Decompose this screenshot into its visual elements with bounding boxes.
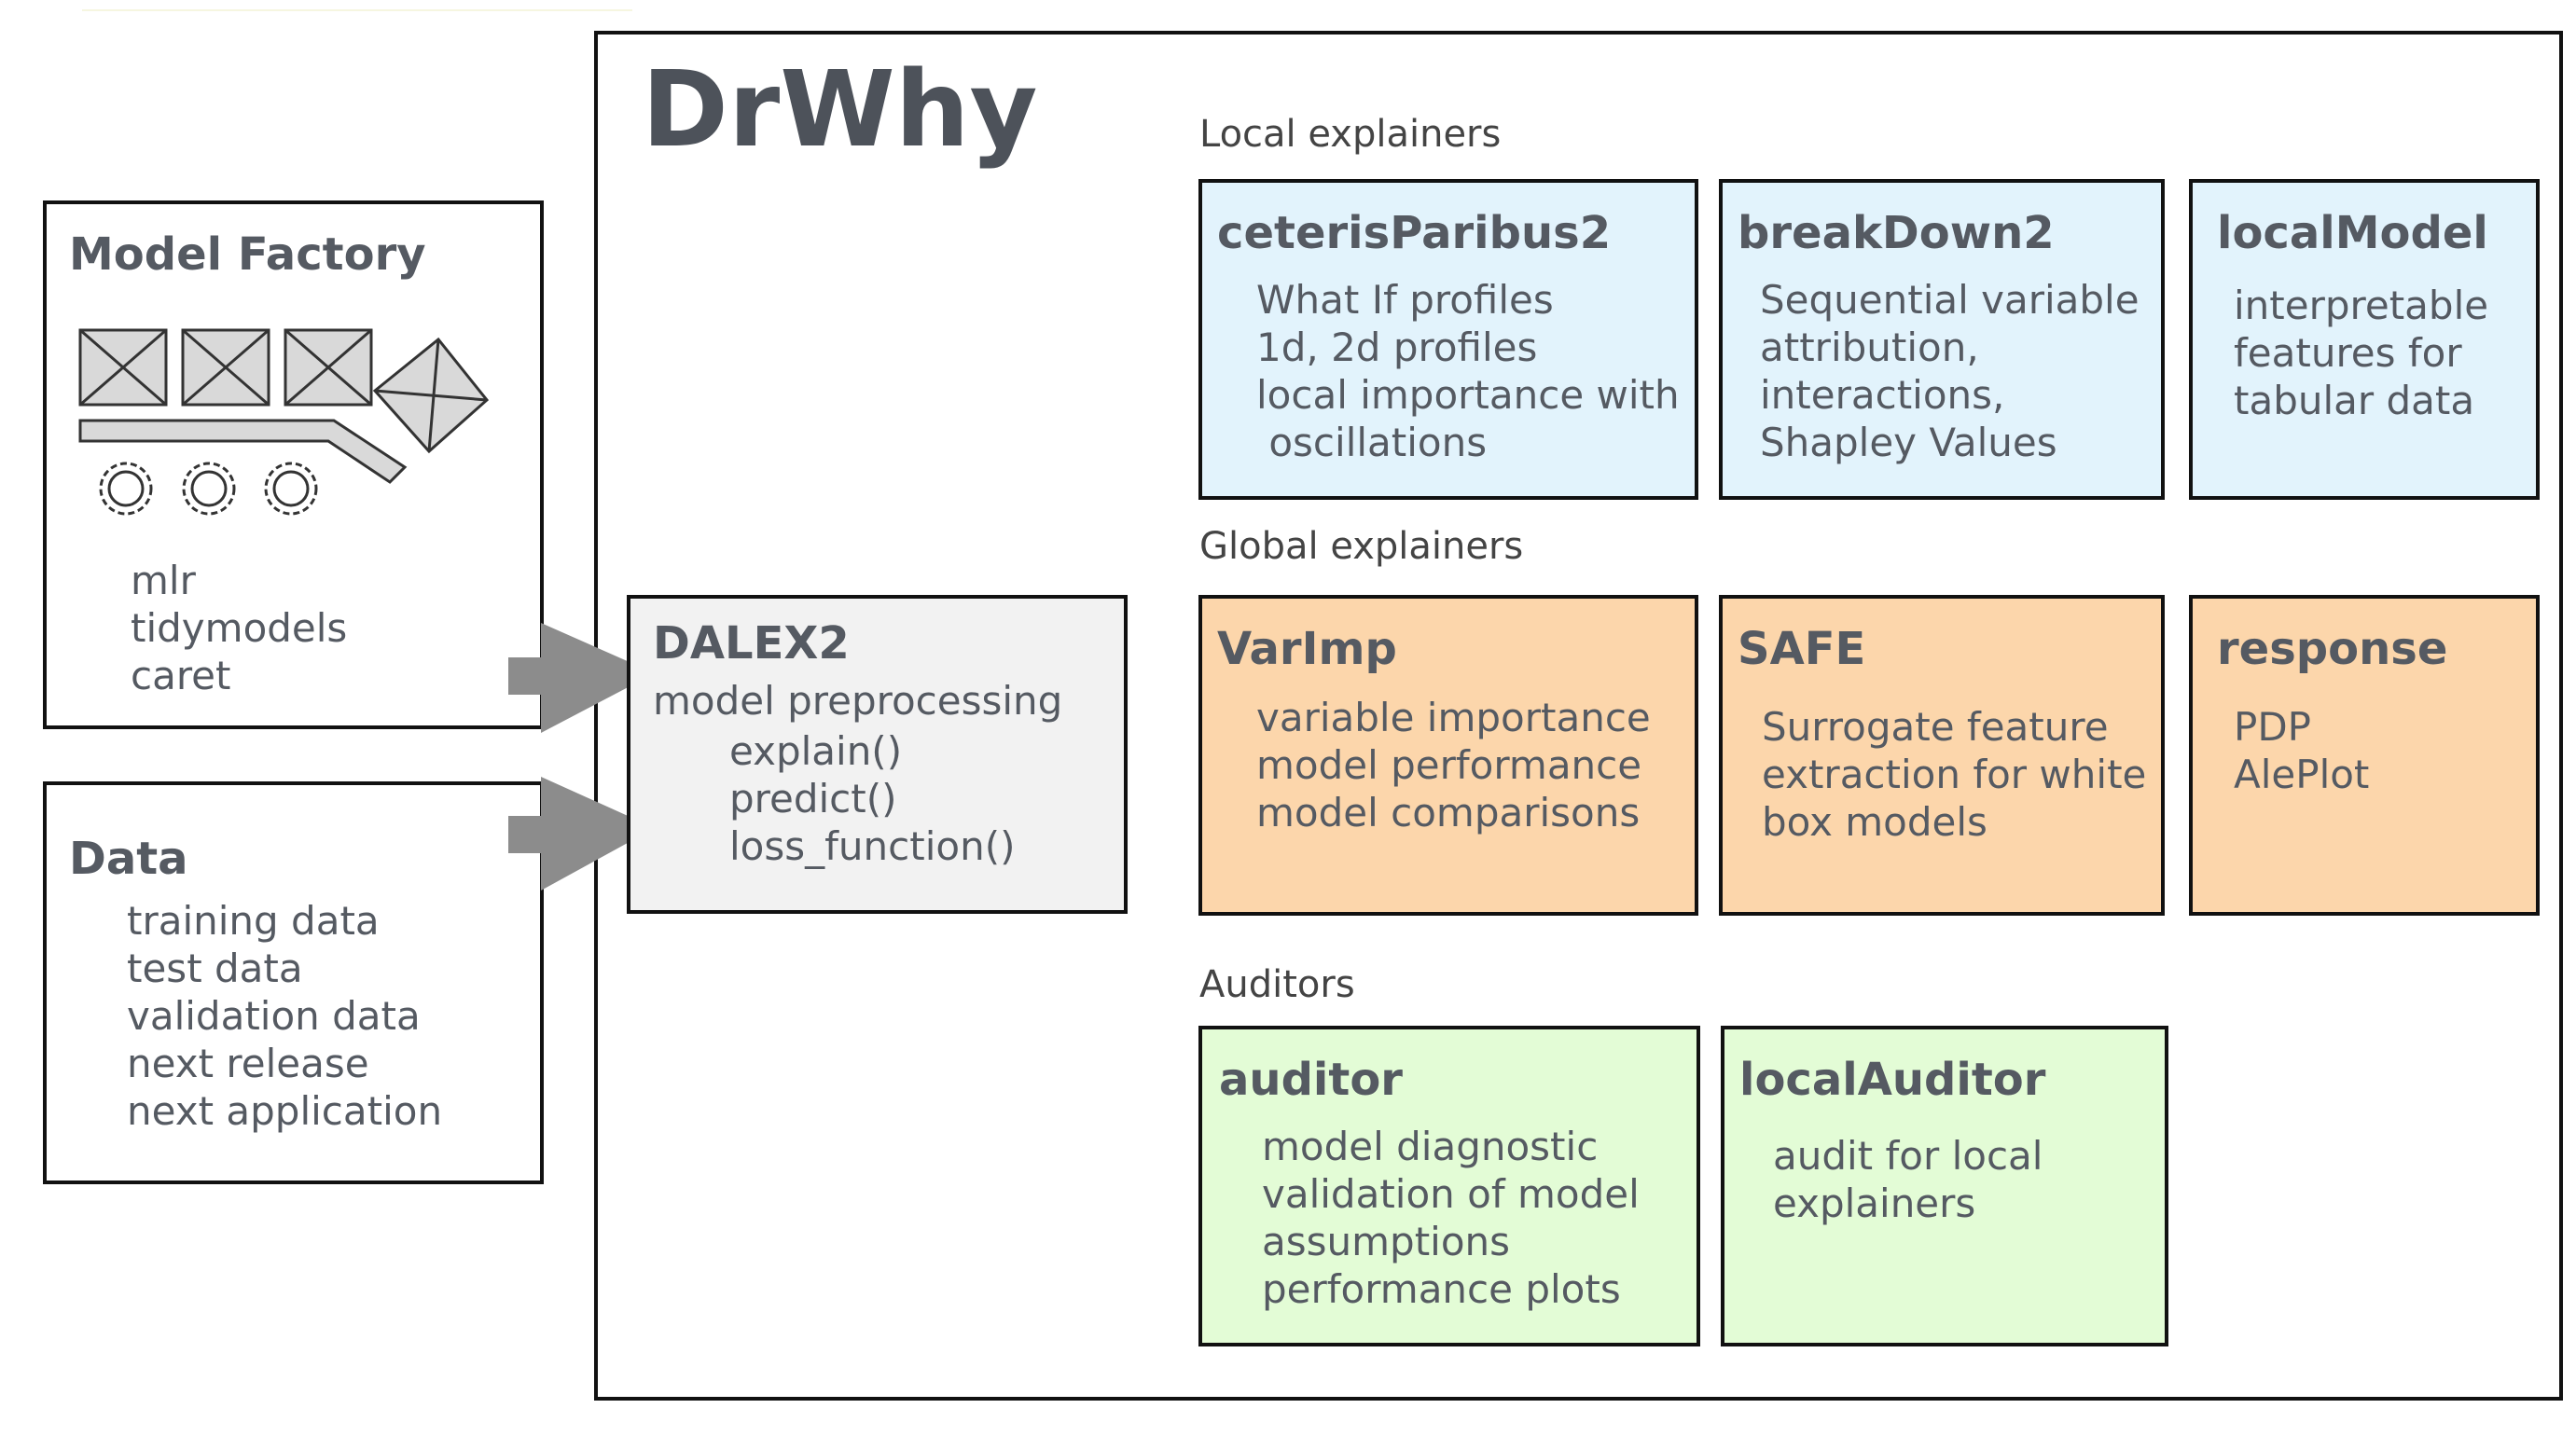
card-line: interactions,: [1760, 372, 2005, 418]
explainer-card-breakdown2: breakDown2 Sequential variable attributi…: [1719, 179, 2165, 500]
auditor-card-auditor: auditor model diagnostic validation of m…: [1198, 1026, 1700, 1346]
data-item: training data: [127, 898, 380, 944]
card-title: response: [2217, 623, 2448, 675]
card-line: attribution,: [1760, 324, 1979, 370]
card-line: Sequential variable: [1760, 277, 2140, 323]
conveyor-factory-icon: [78, 328, 490, 516]
card-title: auditor: [1219, 1054, 1403, 1106]
explainer-card-safe: SAFE Surrogate feature extraction for wh…: [1719, 595, 2165, 916]
card-line: interpretable: [2234, 283, 2489, 328]
card-line: local importance with: [1256, 372, 1680, 418]
dalex2-function: predict(): [729, 776, 897, 822]
dalex2-subtitle: model preprocessing: [653, 678, 1063, 724]
card-line: explainers: [1773, 1181, 1976, 1226]
dalex2-function: loss_function(): [729, 823, 1016, 869]
dalex2-title: DALEX2: [653, 617, 850, 670]
data-item: validation data: [127, 993, 421, 1039]
data-item: next application: [127, 1088, 443, 1134]
card-line: Surrogate feature: [1762, 704, 2109, 750]
card-line: What If profiles: [1256, 277, 1554, 323]
card-line: audit for local: [1773, 1133, 2043, 1179]
card-line: box models: [1762, 799, 1987, 845]
card-line: 1d, 2d profiles: [1256, 324, 1538, 370]
card-line: features for: [2234, 330, 2462, 376]
data-item: test data: [127, 946, 303, 991]
top-rule: [82, 9, 632, 11]
model-factory-item: mlr: [131, 558, 196, 603]
card-line: variable importance: [1256, 695, 1651, 740]
card-line: AlePlot: [2234, 752, 2370, 797]
card-line: Shapley Values: [1760, 420, 2057, 465]
card-line: model diagnostic: [1262, 1124, 1599, 1169]
card-line: tabular data: [2234, 378, 2475, 423]
card-title: SAFE: [1738, 623, 1866, 675]
drwhy-title: DrWhy: [642, 49, 1038, 171]
card-title: localModel: [2217, 207, 2488, 259]
card-line: performance plots: [1262, 1266, 1621, 1312]
card-line: PDP: [2234, 704, 2311, 750]
card-title: ceterisParibus2: [1217, 207, 1612, 259]
model-factory-box: Model Factory mlr tidymodels caret: [43, 200, 544, 729]
section-global-explainers: Global explainers: [1199, 525, 1524, 568]
auditor-card-localauditor: localAuditor audit for local explainers: [1721, 1026, 2168, 1346]
section-auditors: Auditors: [1199, 963, 1355, 1006]
data-item: next release: [127, 1041, 369, 1086]
card-line: extraction for white: [1762, 752, 2147, 797]
card-title: VarImp: [1217, 623, 1397, 675]
explainer-card-ceterisparibus2: ceterisParibus2 What If profiles 1d, 2d …: [1198, 179, 1698, 500]
card-line: validation of model: [1262, 1171, 1640, 1217]
card-line: oscillations: [1256, 420, 1488, 465]
card-line: model performance: [1256, 742, 1642, 788]
section-local-explainers: Local explainers: [1199, 113, 1502, 156]
explainer-card-localmodel: localModel interpretable features for ta…: [2189, 179, 2540, 500]
model-factory-title: Model Factory: [69, 228, 426, 281]
data-box: Data training data test data validation …: [43, 781, 544, 1184]
model-factory-item: tidymodels: [131, 605, 348, 651]
explainer-card-response: response PDP AlePlot: [2189, 595, 2540, 916]
dalex2-box: DALEX2 model preprocessing explain() pre…: [627, 595, 1128, 914]
card-title: localAuditor: [1739, 1054, 2046, 1106]
dalex2-function: explain(): [729, 728, 903, 774]
model-factory-item: caret: [131, 653, 231, 698]
explainer-card-varimp: VarImp variable importance model perform…: [1198, 595, 1698, 916]
card-line: model comparisons: [1256, 790, 1641, 835]
card-line: assumptions: [1262, 1219, 1511, 1264]
card-title: breakDown2: [1738, 207, 2055, 259]
data-title: Data: [69, 833, 188, 885]
